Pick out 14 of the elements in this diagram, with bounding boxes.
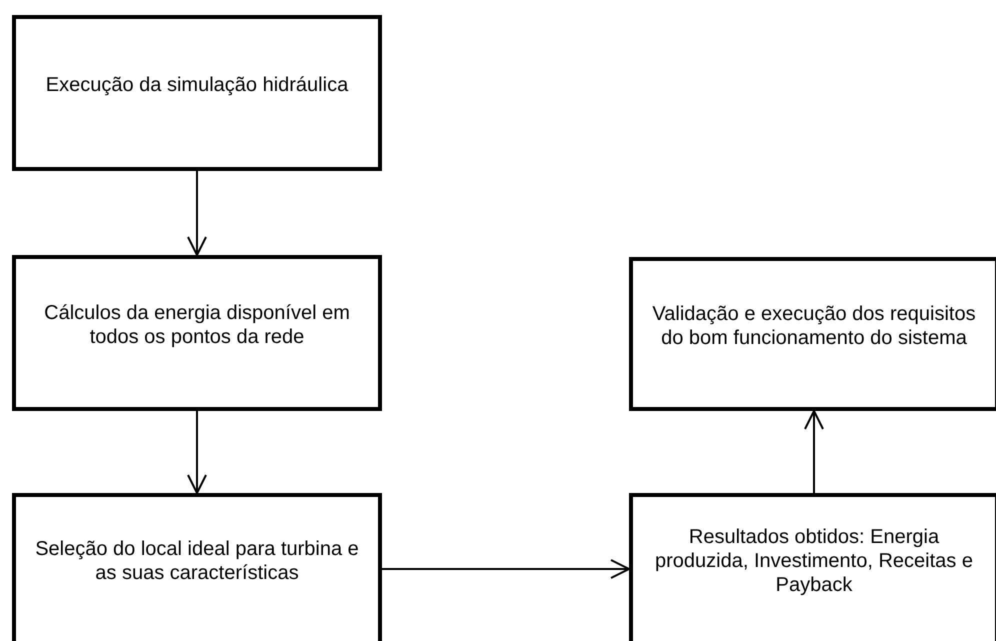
arrow [382,559,630,579]
arrow [187,171,207,256]
box-text: Seleção do local ideal para turbina e as suas características [34,537,360,585]
box-text: Cálculos da energia disponível em todos os pontos da rede [43,301,351,349]
arrow [804,410,824,493]
process-box [12,15,382,171]
box-text: Validação e execução dos requisitos do bom funcionamento do sistema [651,302,977,350]
box-text: Execução da simulação hidráulica [46,73,348,97]
box-text: Resultados obtidos: Energia produzida, Investimento, Receitas e Payback [654,525,974,597]
process-box [629,493,996,641]
arrow [187,411,207,494]
process-box [12,493,382,641]
process-box [629,257,996,411]
process-box [12,255,382,411]
